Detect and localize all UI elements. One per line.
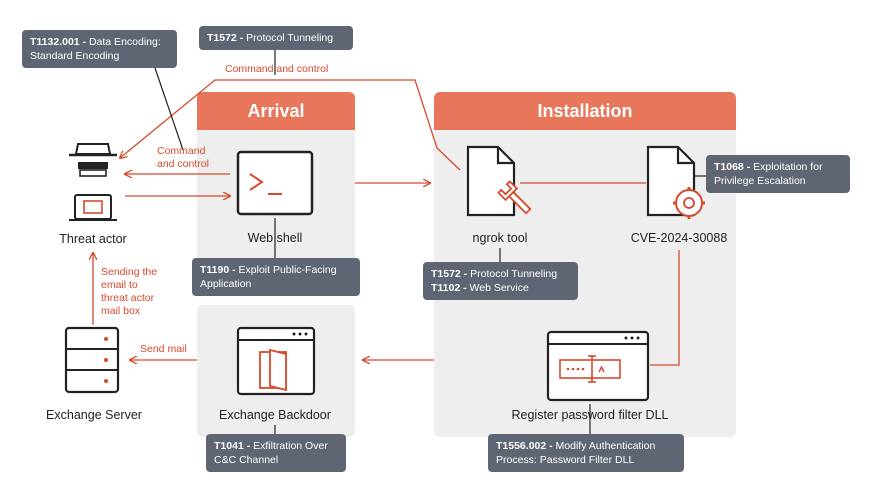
tag-t1572-top-id: T1572 - xyxy=(207,32,244,44)
tag-t1190: T1190 - Exploit Public-Facing Applicatio… xyxy=(192,258,360,296)
tag-t1068-text1: Exploitation for xyxy=(750,161,823,173)
server-icon xyxy=(64,326,120,394)
edge-label-command-control-left-1: Command xyxy=(157,145,206,157)
exchange-server-label: Exchange Server xyxy=(46,408,142,422)
tag-t1190-text1: Exploit Public-Facing xyxy=(235,264,337,276)
tag-t1132-id: T1132.001 - xyxy=(30,36,87,48)
hacker-icon xyxy=(69,143,117,221)
tag-t1556-text2: Process: Password Filter DLL xyxy=(496,454,635,466)
edge-label-command-control-left-2: and control xyxy=(157,158,209,170)
exchange-backdoor-label: Exchange Backdoor xyxy=(219,408,331,422)
tag-t1556-id: T1556.002 - xyxy=(496,440,553,452)
tag-ngrok-techniques: T1572 - Protocol Tunneling T1102 - Web S… xyxy=(423,262,578,300)
tag-t1572-top: T1572 - Protocol Tunneling xyxy=(199,26,353,50)
file-gear-icon xyxy=(646,145,705,219)
tag-t1132: T1132.001 - Data Encoding: Standard Enco… xyxy=(22,30,177,68)
tag-t1556-text1: Modify Authentication xyxy=(552,440,656,452)
threat-actor-label: Threat actor xyxy=(59,232,127,246)
arrival-title: Arrival xyxy=(197,92,355,130)
tag-t1041-id: T1041 - xyxy=(214,440,251,452)
tag-t1190-id: T1190 - xyxy=(200,264,236,276)
tag-t1572-ngrok-id: T1572 - xyxy=(431,268,468,280)
tag-t1572-top-text1: Protocol Tunneling xyxy=(243,32,334,44)
edge-label-sending-email-1: Sending the xyxy=(101,266,158,278)
tag-t1041-text1: Exfiltration Over xyxy=(250,440,328,452)
tag-t1572-ngrok-text1: Protocol Tunneling xyxy=(467,268,558,280)
edge-command-control-top xyxy=(120,79,461,171)
tag-t1068-text2: Privilege Escalation xyxy=(714,175,806,187)
edge-label-sending-email-4: mail box xyxy=(101,305,141,317)
installation-title: Installation xyxy=(434,92,736,130)
tag-t1132-text1: Data Encoding: xyxy=(86,36,161,48)
edge-label-sending-email: Sending the email to threat actor mail b… xyxy=(101,266,157,318)
edge-cve-to-filter xyxy=(650,250,680,366)
tag-t1068: T1068 - Exploitation for Privilege Escal… xyxy=(706,155,850,193)
browser-password-icon xyxy=(546,330,650,402)
edge-label-command-control-left: Command and control xyxy=(157,145,209,171)
terminal-icon xyxy=(236,150,314,216)
cve-label: CVE-2024-30088 xyxy=(630,231,728,245)
tag-t1556: T1556.002 - Modify Authentication Proces… xyxy=(488,434,684,472)
tag-t1102-text1: Web Service xyxy=(466,282,529,294)
password-filter-label: Register password filter DLL xyxy=(511,408,669,422)
tag-t1041: T1041 - Exfiltration Over C&C Channel xyxy=(206,434,346,472)
tag-t1102-id: T1102 - xyxy=(431,282,467,294)
file-wrench-icon xyxy=(466,145,532,217)
edge-label-sending-email-2: email to xyxy=(101,279,138,291)
tag-t1132-text2: Standard Encoding xyxy=(30,50,120,62)
pointer-t1132 xyxy=(154,67,184,151)
ngrok-tool-label: ngrok tool xyxy=(472,231,528,245)
browser-door-icon xyxy=(236,326,316,396)
web-shell-label: Web shell xyxy=(247,231,303,245)
edge-label-sending-email-3: threat actor xyxy=(101,292,155,304)
edge-label-command-control-top: Command and control xyxy=(225,63,329,75)
tag-t1190-text2: Application xyxy=(200,278,252,290)
tag-t1068-id: T1068 - xyxy=(714,161,751,173)
tag-t1041-text2: C&C Channel xyxy=(214,454,279,466)
edge-label-send-mail: Send mail xyxy=(140,343,187,355)
